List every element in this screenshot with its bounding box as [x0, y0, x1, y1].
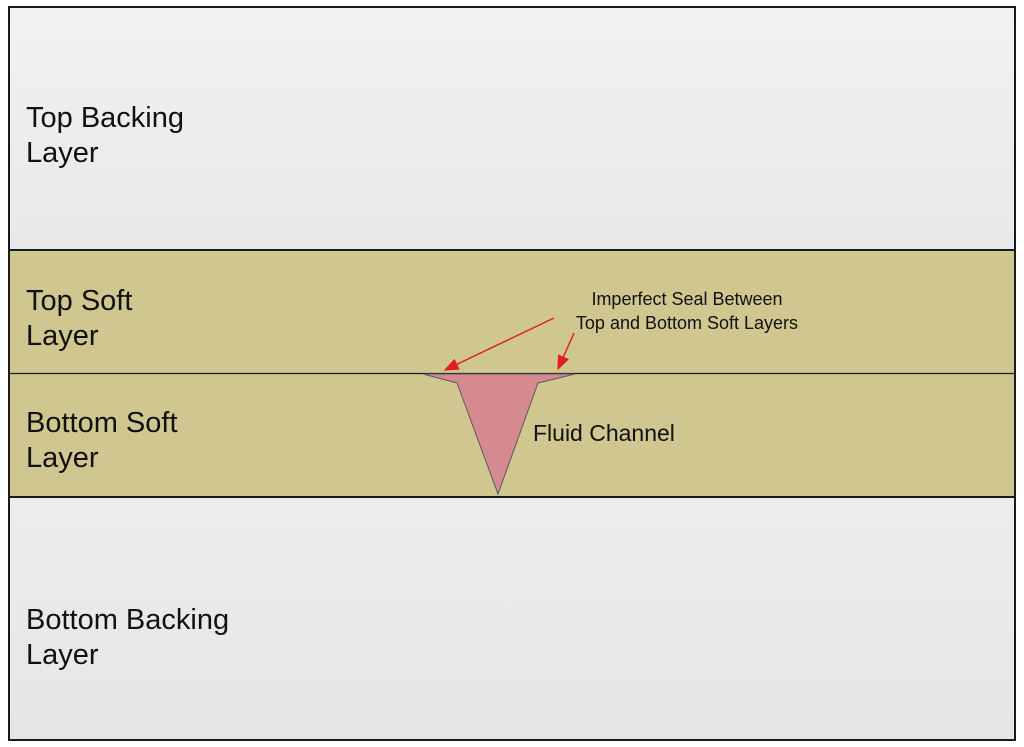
top-backing-label: Top Backing Layer: [26, 102, 184, 169]
imperfect-seal-annotation: Imperfect Seal Between Top and Bottom So…: [575, 289, 799, 333]
top-soft-layer: Top Soft Layer: [8, 251, 1016, 374]
top-soft-label: Top Soft Layer: [26, 285, 133, 352]
bottom-backing-label: Bottom Backing Layer: [26, 604, 230, 671]
bottom-backing-layer: Bottom Backing Layer: [8, 496, 1016, 741]
fluid-channel-annotation: Fluid Channel: [533, 420, 675, 446]
bottom-soft-label: Bottom Soft Layer: [26, 407, 178, 474]
bottom-soft-layer: Bottom Soft Layer: [8, 374, 1016, 496]
diagram-frame: Top Backing Layer Top Soft Layer Bottom …: [8, 6, 1016, 741]
top-backing-layer: Top Backing Layer: [8, 6, 1016, 251]
